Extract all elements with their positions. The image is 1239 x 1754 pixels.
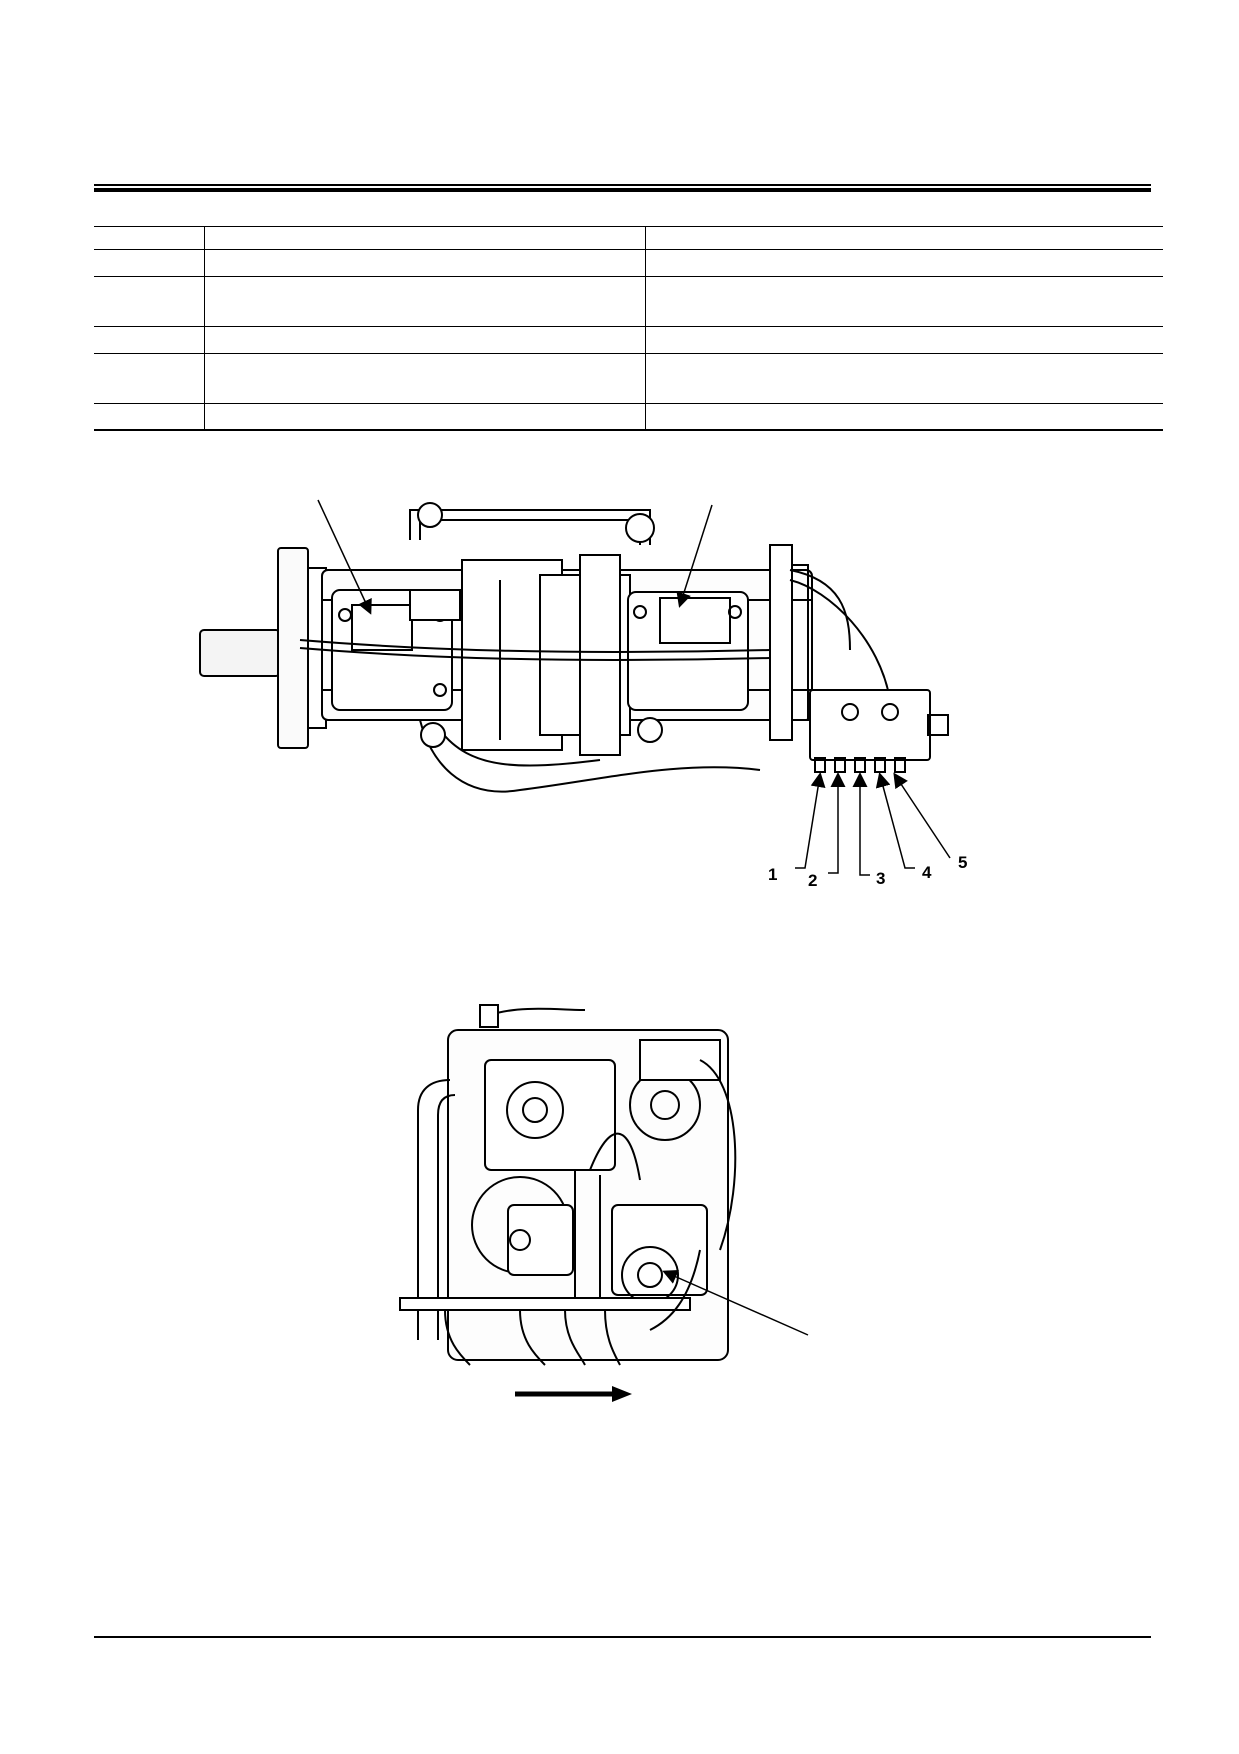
spec-table-cell (644, 326, 1163, 354)
pump-assembly-side-view (199, 502, 949, 793)
pump-assembly-end-view (399, 1004, 737, 1366)
spec-table-body (94, 226, 1163, 431)
footer-rule (94, 1636, 1151, 1638)
callout-4: 4 (922, 863, 932, 882)
spec-table-cell (203, 276, 645, 327)
header-rule-thick (94, 188, 1151, 192)
spec-table-cell (203, 403, 645, 431)
figure1-callouts: 1 2 3 4 5 (768, 853, 967, 890)
spec-table (94, 226, 1163, 431)
spec-table-row (94, 226, 1163, 250)
spec-table-cell (94, 326, 204, 354)
spec-table-cell (94, 403, 204, 431)
spec-table-row (94, 353, 1163, 404)
spec-table-cell (644, 403, 1163, 431)
figure2-leader (662, 1269, 809, 1336)
spec-table-cell (644, 353, 1163, 404)
direction-arrow (515, 1386, 632, 1402)
header-rule-thin (94, 184, 1151, 186)
spec-table-cell (644, 226, 1163, 250)
figure1-leader-lines (317, 499, 951, 876)
spec-table-row (94, 403, 1163, 431)
spec-table-cell (203, 353, 645, 404)
callout-1: 1 (768, 865, 777, 884)
spec-table-row (94, 276, 1163, 327)
spec-table-row (94, 326, 1163, 354)
spec-table-row (94, 249, 1163, 277)
callout-5: 5 (958, 853, 967, 872)
callout-3: 3 (876, 869, 885, 888)
callout-2: 2 (808, 871, 817, 890)
spec-table-cell (203, 226, 645, 250)
